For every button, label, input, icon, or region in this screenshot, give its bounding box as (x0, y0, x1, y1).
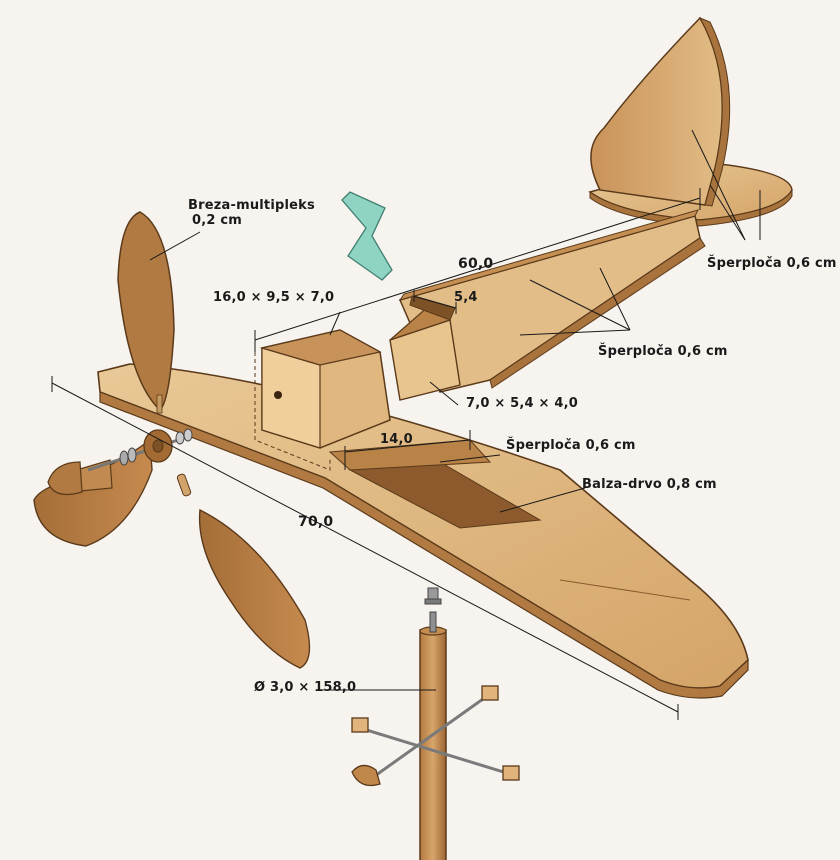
wind-cross (351, 685, 520, 787)
pole (419, 587, 447, 860)
label-dim-70: 70,0 (298, 514, 334, 530)
canopy (341, 191, 393, 281)
vertical-fin (590, 16, 731, 207)
engine-block (259, 329, 391, 449)
main-wing (97, 363, 749, 699)
wingtip-fin (117, 211, 175, 414)
dimension-lines (51, 129, 761, 720)
propeller (33, 428, 311, 669)
label-balza: Balza-drvo 0,8 cm (582, 477, 717, 492)
label-dim-60: 60,0 (458, 256, 494, 272)
fuselage (398, 209, 706, 393)
label-sperploca-fuselage: Šperploča 0,6 cm (598, 344, 728, 359)
label-sperploca-tail: Šperploča 0,6 cm (707, 256, 837, 271)
label-rod-dims: Ø 3,0 × 158,0 (254, 680, 357, 695)
label-engine-block-dims: 16,0 × 9,5 × 7,0 (213, 290, 335, 305)
label-cockpit-block-dims: 7,0 × 5,4 × 4,0 (466, 396, 578, 411)
label-breza-line1: Breza-multipleks (188, 198, 315, 213)
label-dim-54: 5,4 (454, 290, 478, 305)
label-dim-14: 14,0 (380, 432, 413, 447)
label-breza: Breza-multipleks 0,2 cm (188, 198, 315, 228)
label-sperploca-wing: Šperploča 0,6 cm (506, 438, 636, 453)
cockpit-block (389, 295, 461, 401)
label-breza-line2: 0,2 cm (192, 213, 243, 228)
